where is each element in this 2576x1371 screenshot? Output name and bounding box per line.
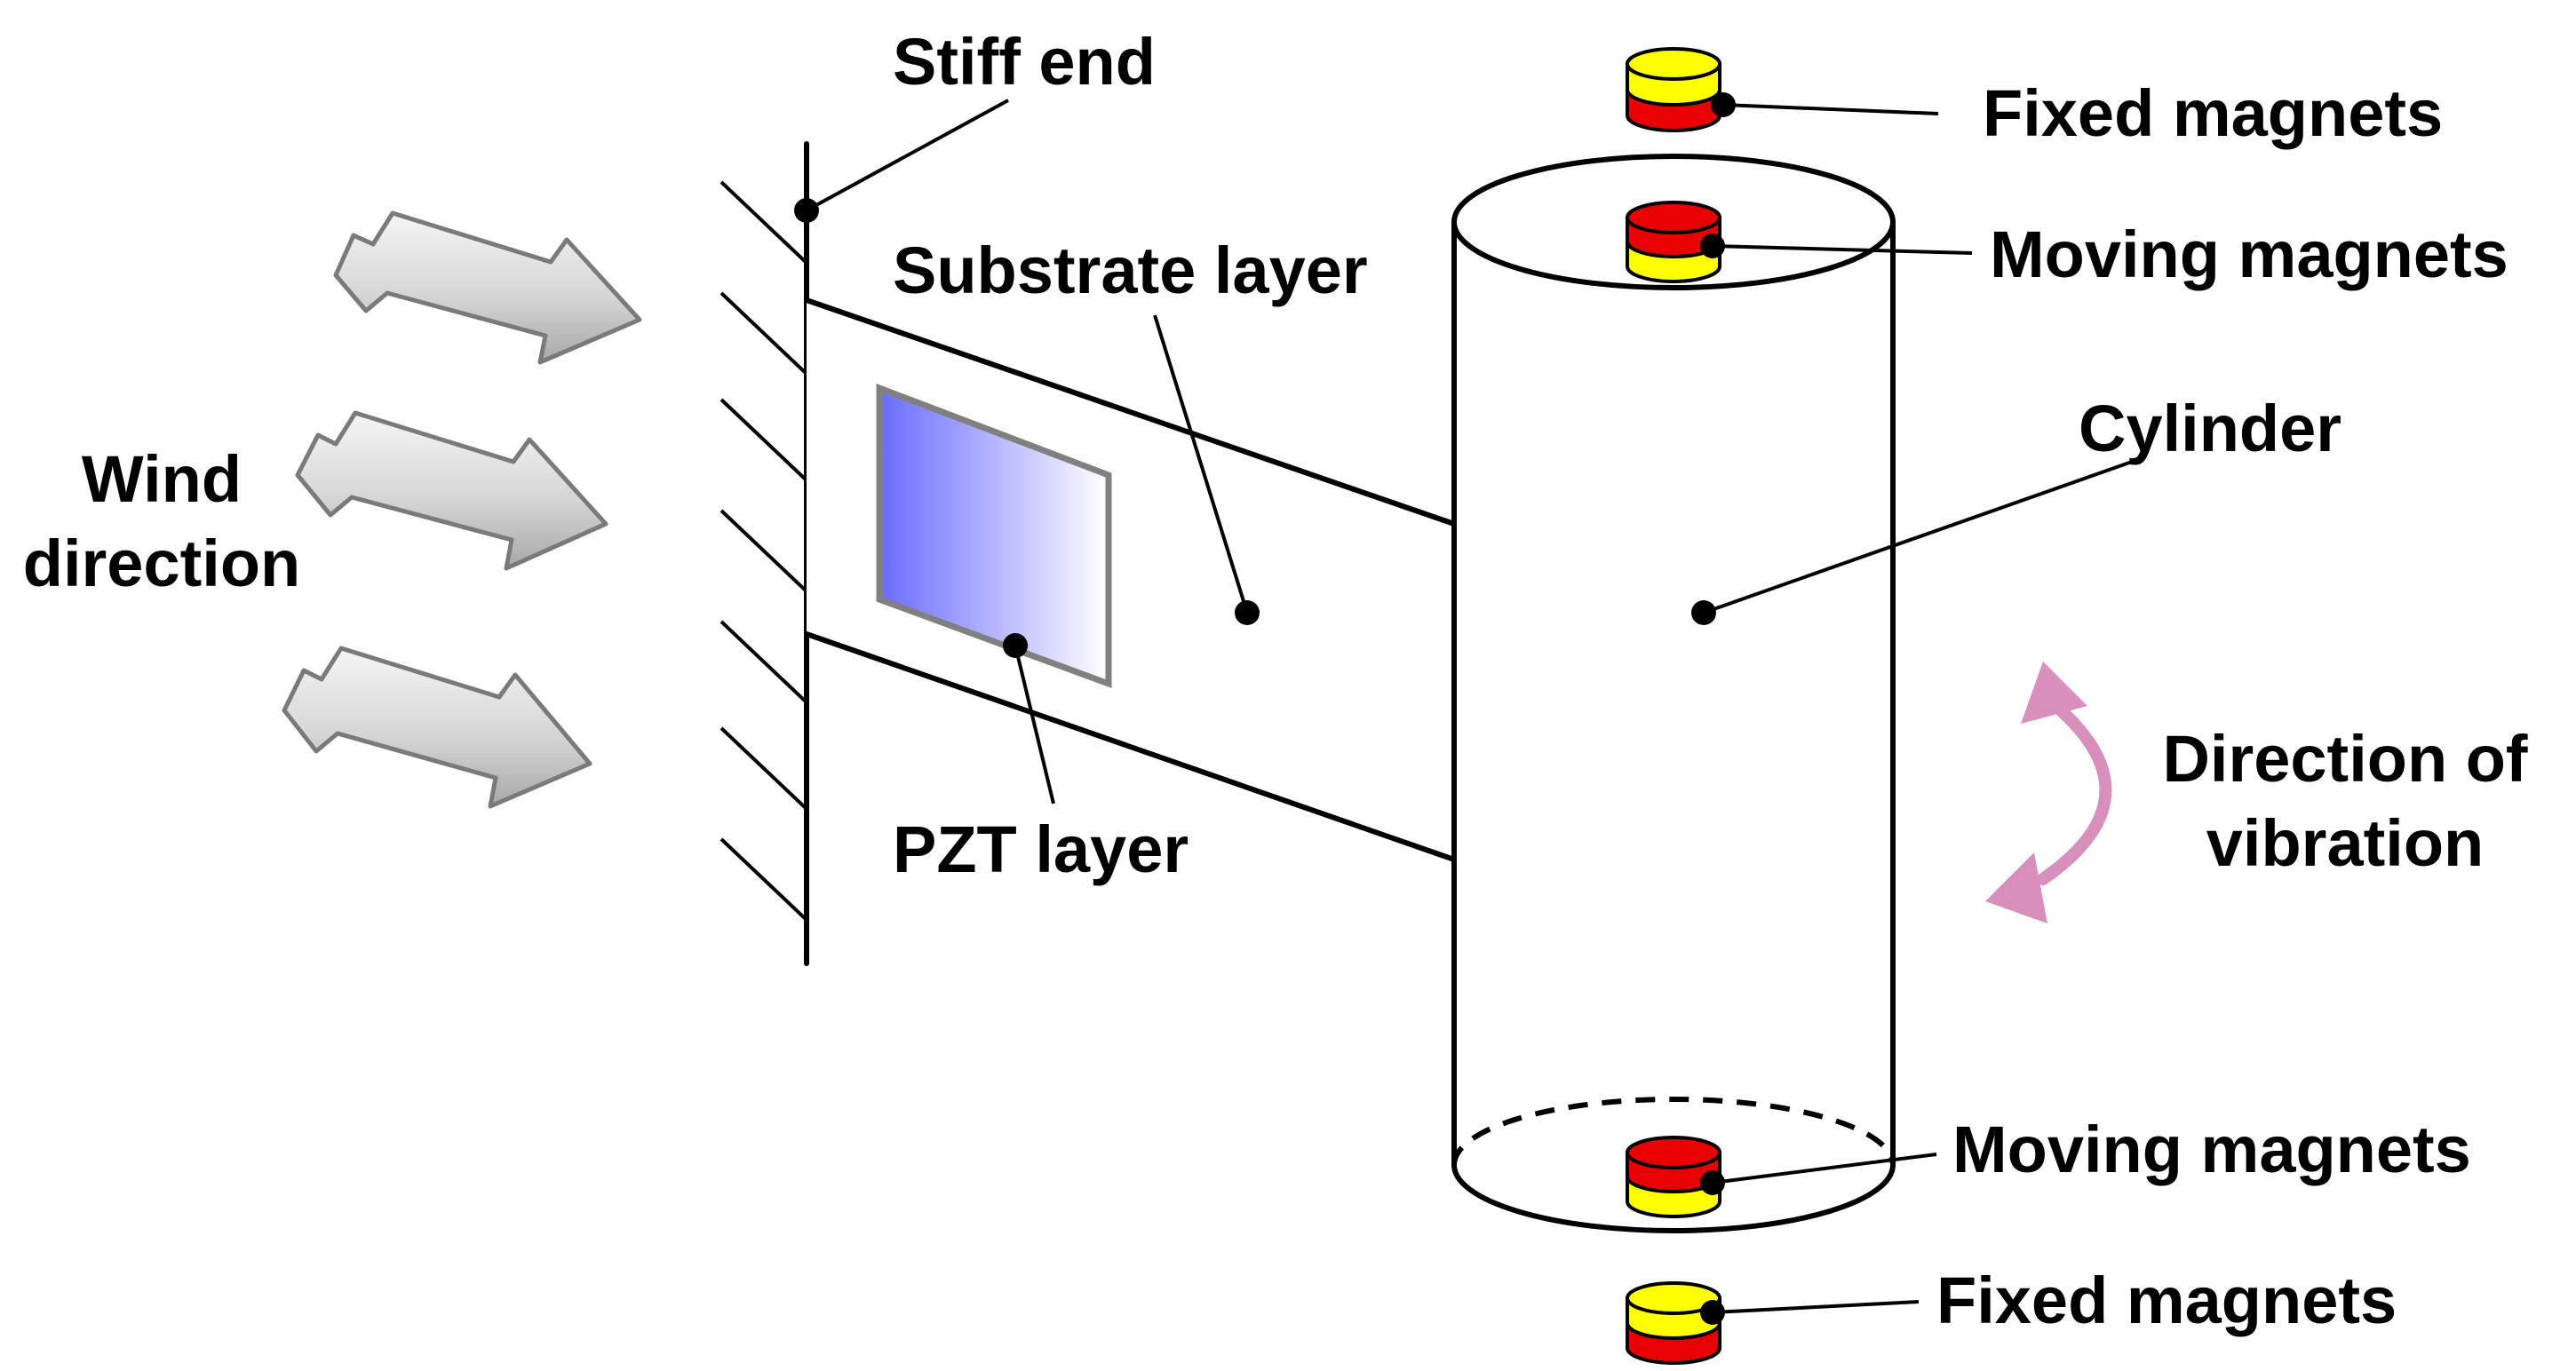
cylinder-label: Cylinder — [2079, 392, 2341, 465]
direction-of-vibration-label-line2: vibration — [2206, 806, 2484, 880]
fixed-magnets-top-label: Fixed magnets — [1983, 76, 2443, 150]
fixed-magnet-bottom — [1626, 1281, 1721, 1365]
stiff-wall — [720, 141, 809, 966]
wind-arrow-icon — [333, 210, 642, 365]
moving-magnet-bottom — [1626, 1136, 1721, 1218]
pzt-layer-label: PZT layer — [893, 812, 1189, 886]
wind-arrows — [282, 210, 642, 809]
wind-direction-label-line1: Wind — [82, 442, 242, 516]
wind-direction-label-line2: direction — [23, 527, 300, 600]
leader-lines — [794, 92, 2133, 1325]
fixed-magnet-top — [1626, 47, 1721, 132]
wind-arrow-icon — [295, 410, 608, 571]
wind-arrow-icon — [282, 646, 592, 809]
moving-magnets-top-label: Moving magnets — [1990, 218, 2508, 291]
direction-of-vibration-label-line1: Direction of — [2162, 722, 2527, 796]
substrate-layer-label: Substrate layer — [893, 234, 1368, 307]
fixed-magnets-bottom-label: Fixed magnets — [1936, 1264, 2397, 1337]
cylinder — [1451, 154, 1896, 1233]
stiff-end-label: Stiff end — [893, 25, 1156, 99]
moving-magnet-top — [1626, 201, 1721, 283]
moving-magnets-bottom-label: Moving magnets — [1952, 1113, 2471, 1186]
curved-double-arrow-icon — [1985, 662, 2112, 923]
pzt-layer-patch — [876, 383, 1112, 689]
labels: Stiff end Substrate layer Wind direction… — [23, 25, 2528, 1337]
